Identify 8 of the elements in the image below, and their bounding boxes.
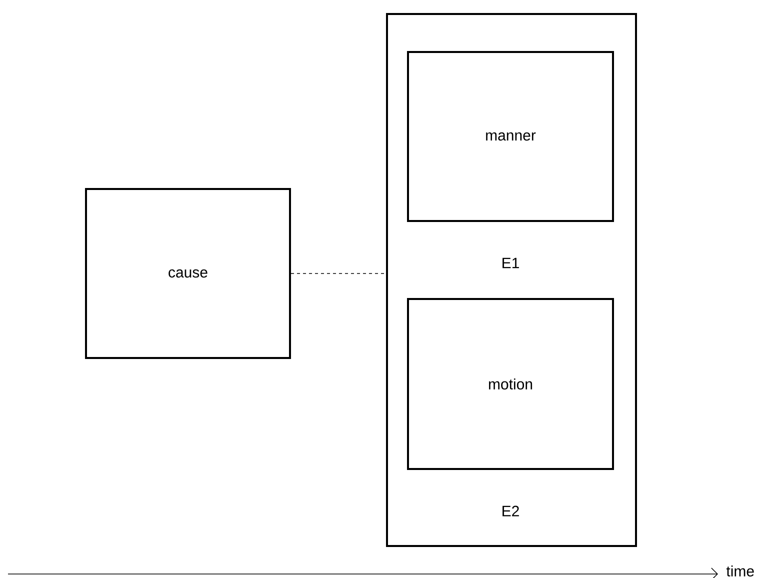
text-box: cause [85,188,291,359]
axis-label: time [726,565,754,576]
text-box: manner [407,51,614,222]
connector-line [290,273,386,274]
text-box: motion [407,298,614,470]
frame-box [386,13,637,547]
region-label: E1 [502,258,519,268]
region-label: E2 [502,506,519,516]
